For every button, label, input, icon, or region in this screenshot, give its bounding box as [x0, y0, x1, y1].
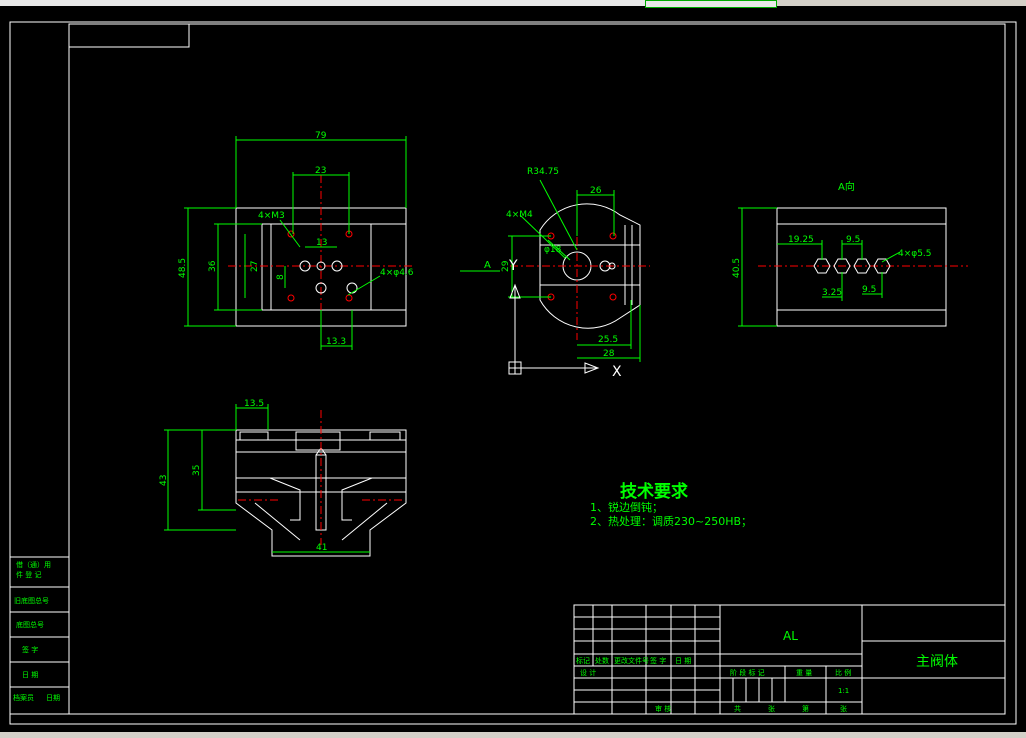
tb-bili: 比 例 — [835, 668, 851, 677]
dim-top-width: 79 — [315, 131, 327, 141]
tb-gong: 共 — [734, 704, 741, 713]
a-view-outline — [776, 207, 947, 327]
a-view-holes — [813, 258, 891, 274]
hole — [833, 258, 851, 274]
dim-bot-width: 41 — [316, 543, 327, 553]
dim-top-holes-a: 4×M3 — [258, 211, 285, 221]
hole — [316, 261, 326, 271]
dim-top-inner-h2: 27 — [250, 261, 260, 272]
dim-top-bottom: 13.3 — [326, 337, 346, 347]
hole — [287, 294, 295, 302]
dim-top-holes-b: 4×φ4.6 — [380, 268, 414, 278]
tb-scale: 1:1 — [838, 687, 849, 695]
hole — [813, 258, 831, 274]
top-view-dimensions — [184, 136, 407, 350]
outer-border — [9, 21, 1017, 725]
inner-border — [68, 23, 1006, 715]
front-view-outline — [235, 429, 407, 557]
dim-bot-h1: 35 — [192, 465, 202, 476]
hole — [346, 282, 358, 294]
side-r3: 底图总号 — [16, 620, 44, 629]
front-view[interactable]: 13.5 41 43 35 — [159, 399, 407, 557]
top-view-holes — [287, 230, 358, 302]
tech-line-2: 2、热处理：调质230~250HB； — [590, 515, 752, 528]
side-r6a: 档案员 — [13, 693, 34, 702]
tb-zhongliang: 重 量 — [796, 669, 812, 677]
side-record-block: 借（通）用 件 登 记 旧底图总号 底图总号 签 字 日 期 档案员 日期 — [9, 556, 70, 715]
tb-chushu: 处数 — [595, 656, 609, 665]
hole — [299, 260, 311, 272]
dim-mid-top: 26 — [590, 186, 602, 196]
dim-bot-h2: 43 — [159, 475, 169, 486]
title-block: 标记 处数 更改文件号 签 字 日 期 设 计 审 核 阶 段 标 记 重 量 … — [573, 604, 1006, 715]
ucs-y-label: Y — [508, 258, 518, 274]
tech-line-1: 1、锐边倒钝； — [590, 500, 663, 514]
hole — [853, 258, 871, 274]
side-view-body — [539, 244, 641, 286]
a-view-title: A向 — [838, 180, 855, 193]
tb-biaoji: 标记 — [576, 656, 590, 665]
side-r6b: 日期 — [46, 694, 60, 702]
dim-right-holes: 4×φ5.5 — [898, 249, 932, 259]
dim-mid-holes: 4×M4 — [506, 210, 533, 220]
tb-material: AL — [783, 629, 798, 643]
front-view-dimensions — [164, 404, 370, 553]
corner-label-box — [68, 23, 190, 48]
dim-right-b2: 9.5 — [862, 285, 876, 295]
hole — [609, 293, 617, 301]
dim-mid-radius: R34.75 — [527, 167, 559, 177]
tech-title: 技术要求 — [620, 481, 688, 502]
view-a-arrow-label: A — [484, 260, 491, 271]
top-view[interactable]: 79 23 13 4×M3 4×φ4.6 13.3 48.5 36 27 8 — [178, 131, 414, 350]
tb-di: 第 — [802, 704, 809, 713]
dim-mid-side: 29 — [501, 260, 511, 272]
hole — [315, 282, 327, 294]
side-view[interactable]: R34.75 4×M4 φ18 26 25.5 28 29 A X Y — [460, 167, 650, 380]
tb-riqi: 日 期 — [675, 657, 691, 665]
hole — [331, 260, 343, 272]
dim-right-left: 19.25 — [788, 235, 814, 245]
hole — [345, 294, 353, 302]
cad-drawing-canvas[interactable]: 79 23 13 4×M3 4×φ4.6 13.3 48.5 36 27 8 — [0, 6, 1026, 732]
tb-part-name: 主阀体 — [916, 654, 958, 670]
hole — [609, 232, 617, 240]
tb-qianzi: 签 字 — [650, 656, 666, 665]
side-r2: 旧底图总号 — [14, 596, 49, 605]
tb-jieduan: 阶 段 标 记 — [730, 668, 765, 677]
dim-mid-bottom-b: 28 — [603, 349, 615, 359]
side-view-dimensions — [460, 179, 641, 362]
tb-sheji: 设 计 — [580, 668, 596, 677]
tb-shenhe: 审 核 — [655, 704, 671, 713]
tb-wenjian: 更改文件号 — [614, 656, 649, 665]
dim-bot-top: 13.5 — [244, 399, 264, 409]
hole — [873, 258, 891, 274]
hole — [287, 230, 295, 238]
tb-zhang: 张 — [768, 704, 775, 713]
dim-mid-dia: φ18 — [544, 245, 562, 255]
side-r1: 借（通）用 — [16, 560, 51, 569]
technical-requirements: 技术要求 1、锐边倒钝； 2、热处理：调质230~250HB； — [590, 481, 752, 528]
dim-top-height: 48.5 — [178, 258, 188, 278]
bottom-status-strip — [0, 732, 1026, 738]
tb-zhang2: 张 — [840, 704, 847, 713]
dim-right-b1: 3.25 — [822, 288, 842, 298]
side-r4: 签 字 — [22, 645, 38, 654]
drawing-frame — [9, 21, 1017, 725]
ucs-icon: X Y — [508, 258, 622, 380]
dim-top-inner-h3: 8 — [276, 274, 286, 280]
side-r1b: 件 登 记 — [16, 570, 41, 579]
dim-top-inner-h: 36 — [208, 260, 218, 272]
side-r5: 日 期 — [22, 671, 38, 679]
dim-top-inner: 23 — [315, 166, 326, 176]
toolbar-segment — [645, 0, 777, 8]
dim-right-height: 40.5 — [732, 258, 742, 278]
a-view-dimensions — [738, 207, 901, 327]
dim-right-mid: 9.5 — [846, 235, 860, 245]
ucs-x-label: X — [612, 364, 622, 380]
dim-top-small: 13 — [316, 238, 327, 248]
top-toolbar-strip — [0, 0, 1026, 8]
dim-mid-bottom-a: 25.5 — [598, 335, 618, 345]
a-direction-view[interactable]: A向 19.25 9.5 4×φ5.5 3.25 9.5 40.5 — [732, 180, 968, 327]
